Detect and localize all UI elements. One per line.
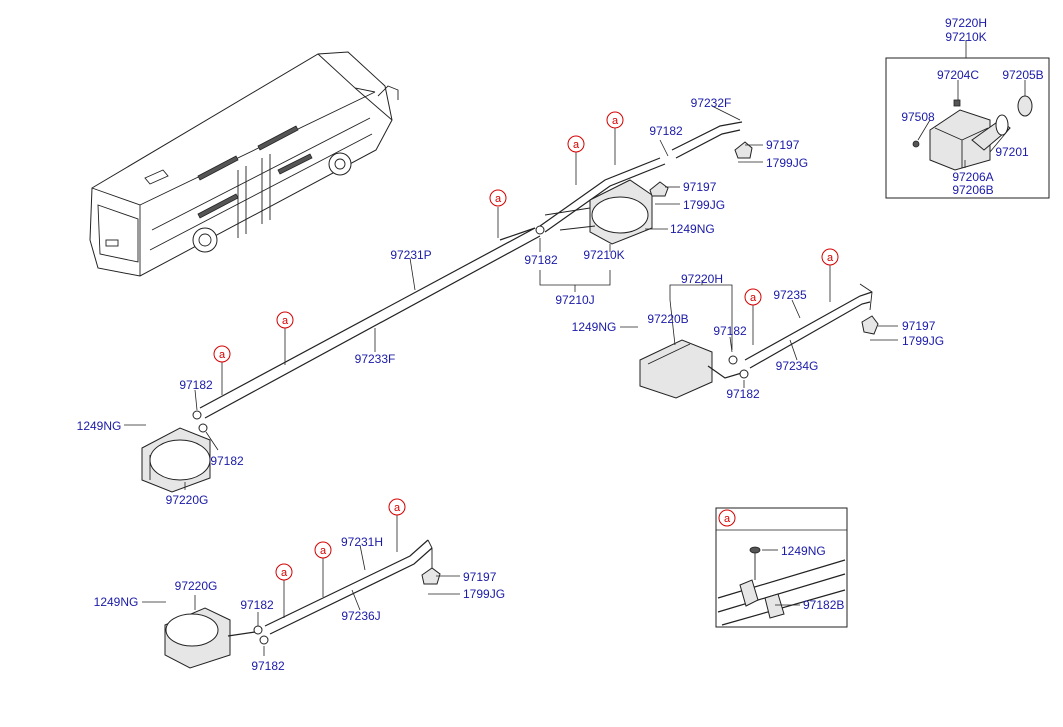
label-97182b: 97182B	[803, 598, 844, 612]
label-97220g-b: 97220G	[175, 579, 218, 593]
marker-a-8: a	[388, 498, 406, 516]
label-97210k: 97210K	[583, 248, 624, 262]
label-97220h-top: 97220H	[945, 16, 987, 30]
label-97234g: 97234G	[776, 359, 819, 373]
label-1249ng-d: 1249NG	[94, 595, 139, 609]
label-1799jg-d: 1799JG	[463, 587, 505, 601]
label-97231h: 97231H	[341, 535, 383, 549]
label-97508: 97508	[901, 110, 935, 124]
marker-a-3: a	[489, 189, 507, 207]
label-97182-g: 97182	[240, 598, 274, 612]
part-labels: 97220H 97210K 97204C 97205B 97508 97201 …	[77, 16, 1044, 673]
label-97182-b: 97182	[524, 253, 558, 267]
svg-text:a: a	[612, 115, 619, 127]
long-pipe	[199, 225, 545, 419]
label-97220h-mid: 97220H	[681, 272, 723, 286]
label-97233f: 97233F	[355, 352, 396, 366]
unit-97210k	[499, 121, 753, 245]
label-1249ng-a: 1249NG	[670, 222, 715, 236]
reference-markers: a a a a a a a a a a a	[213, 111, 839, 581]
bus-illustration	[89, 51, 399, 277]
label-97236j: 97236J	[341, 609, 380, 623]
label-97210k-top: 97210K	[945, 30, 986, 44]
marker-a-4: a	[276, 311, 294, 329]
label-97182-e: 97182	[179, 378, 213, 392]
label-97197-c: 97197	[902, 319, 936, 333]
marker-a-2: a	[606, 111, 624, 129]
label-97182-c: 97182	[713, 324, 747, 338]
label-97197-d: 97197	[463, 570, 497, 584]
svg-text:a: a	[724, 513, 731, 525]
label-97206a: 97206A	[952, 170, 993, 184]
svg-text:a: a	[219, 349, 226, 361]
marker-a-7: a	[821, 248, 839, 266]
label-97206b: 97206B	[952, 183, 993, 197]
unit-97220h-right	[639, 283, 879, 399]
detail-box	[715, 507, 848, 628]
svg-text:a: a	[281, 567, 288, 579]
label-97197-b: 97197	[683, 180, 717, 194]
label-97182-d: 97182	[726, 387, 760, 401]
label-97220b: 97220B	[647, 312, 688, 326]
label-97231p: 97231P	[390, 248, 431, 262]
label-1249ng-detail: 1249NG	[781, 544, 826, 558]
label-1799jg-c: 1799JG	[902, 334, 944, 348]
marker-a-1: a	[567, 135, 585, 153]
svg-text:a: a	[394, 502, 401, 514]
label-97205b: 97205B	[1002, 68, 1043, 82]
leader-lines	[124, 40, 1026, 656]
label-97197-a: 97197	[766, 138, 800, 152]
label-97182-h: 97182	[251, 659, 285, 673]
label-97235: 97235	[773, 288, 807, 302]
label-97210j: 97210J	[555, 293, 594, 307]
marker-a-9: a	[314, 541, 332, 559]
label-97220g-a: 97220G	[166, 493, 209, 507]
label-97182-f: 97182	[210, 454, 244, 468]
marker-a-detail: a	[718, 509, 736, 527]
label-97201: 97201	[995, 145, 1029, 159]
svg-text:a: a	[320, 545, 327, 557]
marker-a-5: a	[213, 345, 231, 363]
label-97204c: 97204C	[937, 68, 979, 82]
label-97182-a: 97182	[649, 124, 683, 138]
marker-a-10: a	[275, 563, 293, 581]
svg-text:a: a	[282, 315, 289, 327]
svg-text:a: a	[827, 252, 834, 264]
label-1799jg-a: 1799JG	[766, 156, 808, 170]
label-1799jg-b: 1799JG	[683, 198, 725, 212]
svg-text:a: a	[573, 139, 580, 151]
inset-assembly	[885, 57, 1050, 199]
svg-text:a: a	[495, 193, 502, 205]
unit-97220g-left	[141, 410, 211, 493]
label-1249ng-c: 1249NG	[77, 419, 122, 433]
label-1249ng-b: 1249NG	[572, 320, 617, 334]
unit-97220g-bottom	[164, 539, 441, 669]
svg-text:a: a	[750, 292, 757, 304]
marker-a-6: a	[744, 288, 762, 306]
label-97232f: 97232F	[691, 96, 732, 110]
